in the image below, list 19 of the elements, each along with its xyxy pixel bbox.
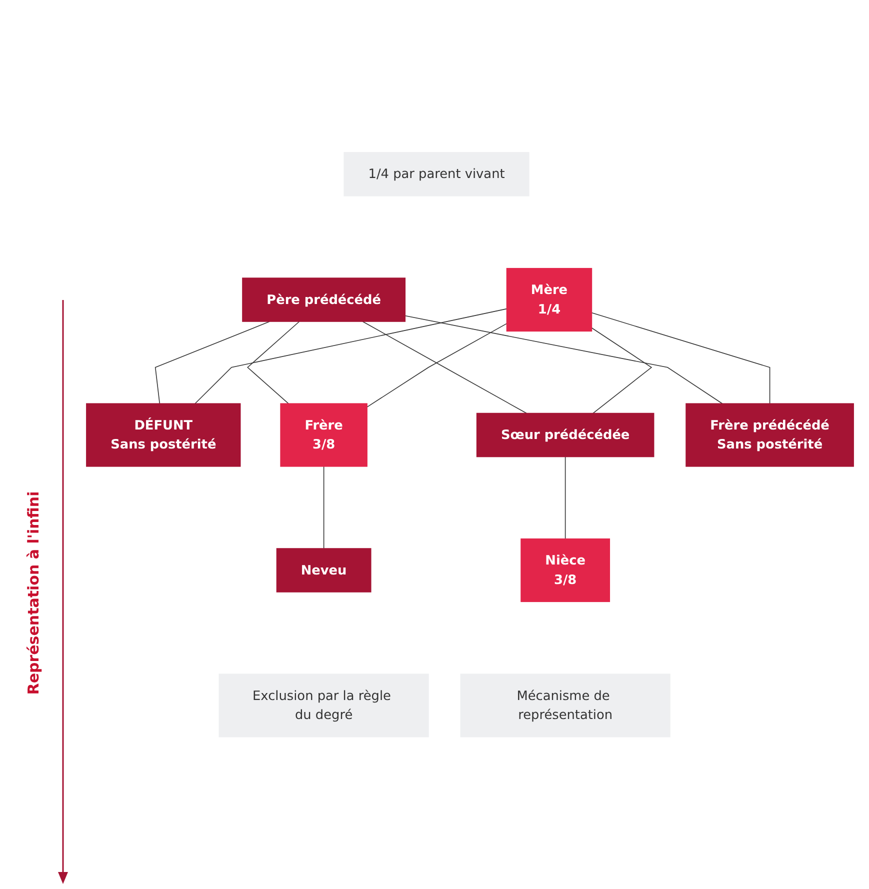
node-box: DÉFUNT Sans postérité bbox=[86, 404, 241, 468]
node-box: Sœur prédécédée bbox=[476, 413, 654, 458]
connector bbox=[362, 321, 527, 414]
node-box: Mère 1/4 bbox=[506, 268, 592, 332]
connector bbox=[591, 312, 770, 404]
node-box: Nièce 3/8 bbox=[520, 538, 610, 602]
connector bbox=[154, 321, 270, 404]
axis-label: Représentation à l'infini bbox=[25, 490, 43, 694]
node-box: Neveu bbox=[276, 548, 372, 593]
connector bbox=[564, 456, 566, 540]
connector bbox=[404, 316, 723, 404]
connector bbox=[247, 321, 300, 404]
node-box: Frère prédécédé Sans postérité bbox=[686, 404, 854, 468]
node-box: Frère 3/8 bbox=[280, 404, 368, 468]
connector bbox=[194, 308, 508, 404]
connector bbox=[323, 466, 324, 550]
connector bbox=[591, 328, 652, 414]
connector bbox=[366, 323, 508, 408]
node-box: Père prédécédé bbox=[242, 278, 406, 322]
